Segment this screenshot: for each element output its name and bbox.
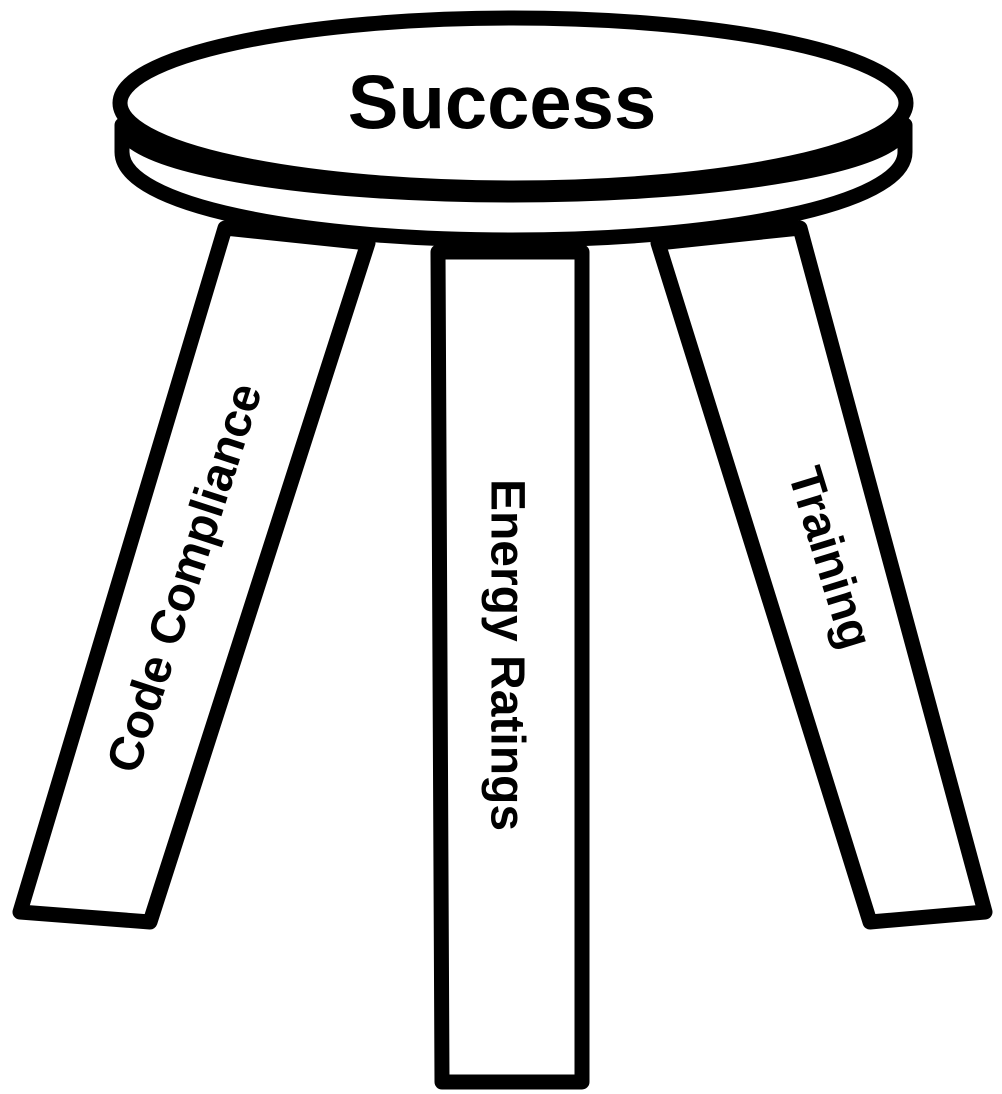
seat-label: Success xyxy=(348,61,656,146)
middle-leg-label: Energy Ratings xyxy=(481,479,534,831)
